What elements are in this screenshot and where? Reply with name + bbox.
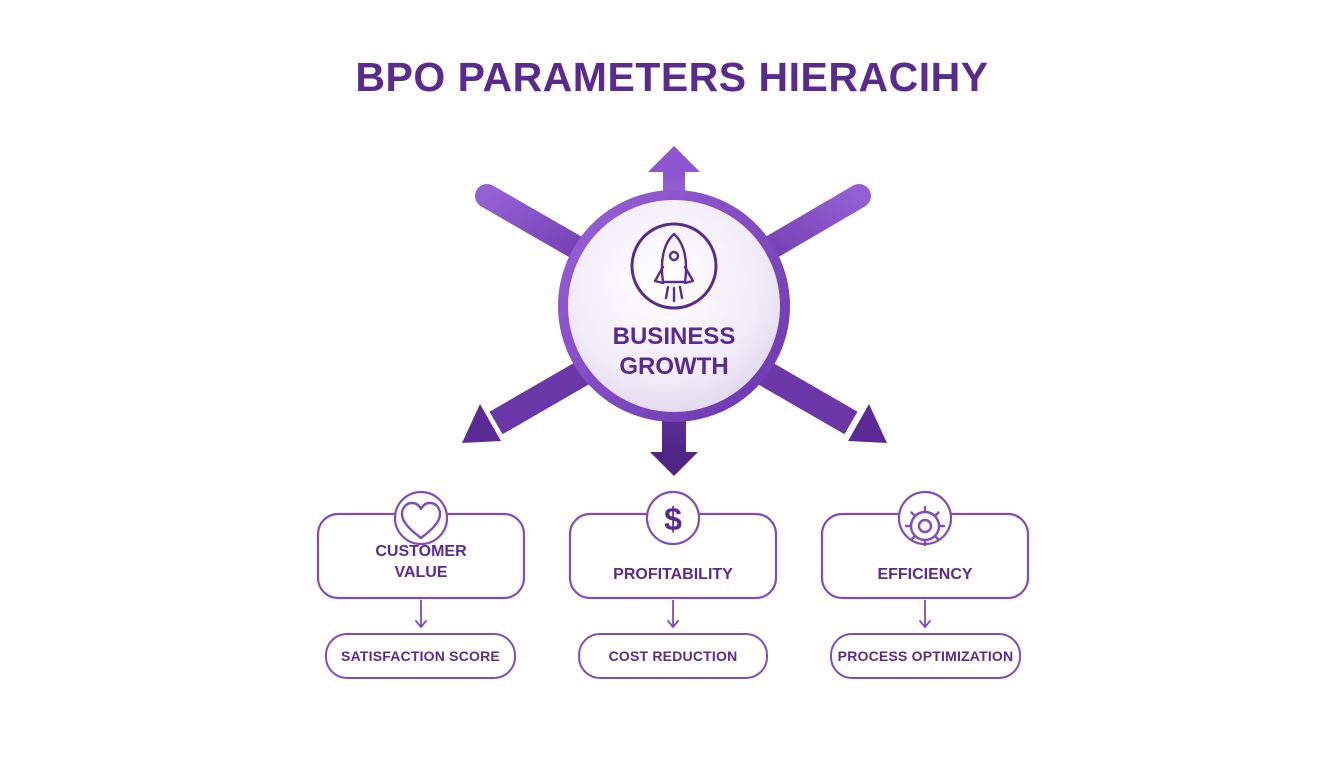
center-disc — [568, 200, 780, 412]
heart-icon — [400, 501, 442, 540]
arrowhead-lower-right — [848, 404, 887, 443]
efficiency-label-text: EFFICIENCY — [877, 565, 973, 583]
satisfaction-score-label: SATISFACTION SCORE — [341, 648, 500, 664]
arrowheads — [462, 146, 887, 476]
profitability-label-text: PROFITABILITY — [613, 565, 733, 583]
arrowhead-down — [650, 452, 698, 476]
customer-value-label-line2: VALUE — [394, 564, 448, 581]
pillar-profitability: $ — [568, 490, 778, 679]
dollar-badge — [645, 490, 701, 546]
cost-reduction-label: COST REDUCTION — [608, 648, 738, 664]
efficiency-connector-arrow — [919, 620, 931, 628]
profitability-connector-arrow — [667, 620, 679, 628]
cost-reduction-box — [578, 633, 768, 679]
gear-icon — [904, 505, 946, 547]
arrowhead-up — [648, 146, 700, 172]
customer-value-label: CUSTOMER VALUE — [318, 536, 524, 588]
efficiency-label: EFFICIENCY — [822, 548, 1028, 600]
customer-value-label-line1: CUSTOMER — [375, 543, 467, 560]
arrowhead-lower-left — [462, 404, 501, 443]
center-label-line1: BUSINESS — [612, 323, 736, 350]
customer-value-connector-arrow — [415, 620, 427, 628]
dollar-icon: $ — [664, 501, 682, 537]
center-node — [558, 190, 790, 422]
diagram-title: BPO PARAMETERS HIERACIHY — [355, 54, 989, 100]
rocket-icon — [653, 232, 695, 303]
profitability-label: PROFITABILITY — [570, 548, 776, 600]
center-node-label: BUSINESS GROWTH — [574, 322, 774, 382]
rocket-badge — [630, 222, 718, 310]
process-optimization-label: PROCESS OPTIMIZATION — [837, 648, 1014, 664]
center-label-line2: GROWTH — [619, 353, 729, 380]
pillar-customer-value — [316, 490, 526, 679]
satisfaction-score-box — [325, 633, 516, 679]
gear-badge — [897, 490, 953, 546]
pillar-efficiency — [820, 490, 1030, 679]
process-optimization-box — [830, 633, 1021, 679]
